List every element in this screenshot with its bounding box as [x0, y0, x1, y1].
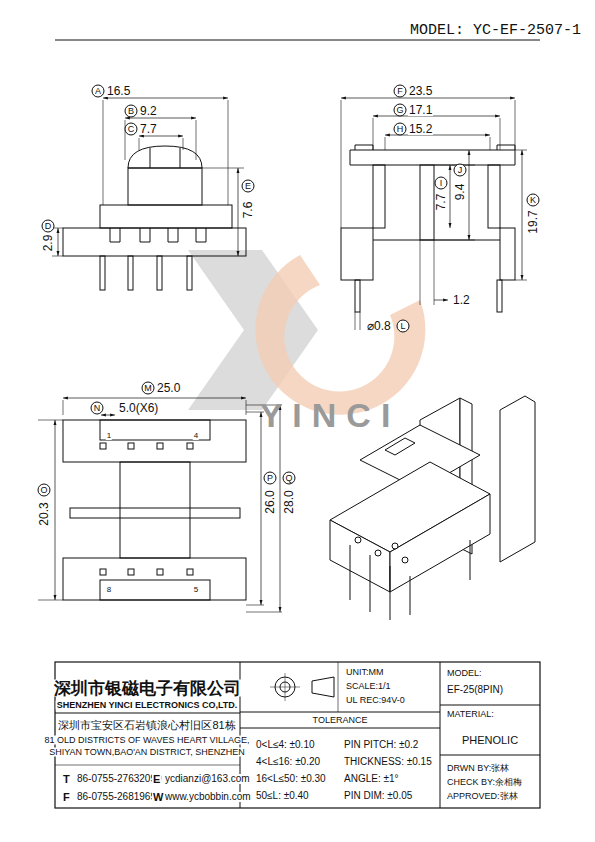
- dimension-value: 7.6: [242, 201, 254, 220]
- pin-number: 8: [106, 586, 112, 594]
- title-block-text: www.ycbobbin.com: [164, 792, 252, 802]
- pin-number: 5: [193, 586, 199, 594]
- dimension-value: 7.7: [435, 193, 447, 212]
- dimension-value: 7.7: [139, 123, 158, 135]
- title-block-text: THICKNESS: ±0.15: [343, 757, 433, 767]
- title-block-text: SHIYAN TOWN,BAO'AN DISTRICT, SHENZHEN: [48, 748, 246, 757]
- dimension-letter: A: [92, 85, 105, 98]
- dimension-value: 20.3: [38, 501, 50, 526]
- dimension-letter: L: [397, 320, 410, 333]
- dimension-value: 25.0: [156, 382, 181, 394]
- title-block-text: EF-25(8PIN): [446, 685, 504, 695]
- title-block-text: APPROVED:张林: [446, 792, 519, 801]
- dimension-value: ⌀0.8: [366, 320, 392, 332]
- dimension-value: 16.5: [106, 85, 131, 97]
- title-block-text: 深圳市银磁电子有限公司: [53, 680, 242, 697]
- title-block-text: 4<L≤16: ±0.20: [255, 757, 321, 767]
- dimension-value: 23.5: [408, 85, 433, 97]
- title-block-text: DRWN BY:张林: [446, 764, 510, 773]
- pin-number: 4: [193, 432, 199, 440]
- title-block-text: UL REC:94V-0: [345, 696, 406, 705]
- dimension-letter: E: [242, 180, 255, 193]
- dimension-value: 26.0: [264, 489, 276, 514]
- dimension-value: 2.9: [42, 234, 54, 253]
- dimension-letter: C: [125, 123, 138, 136]
- title-block-text: SCALE:1/1: [345, 682, 392, 691]
- pin-number: 1: [106, 432, 112, 440]
- dimension-value: 9.4: [454, 183, 466, 202]
- dimension-letter: F: [394, 85, 407, 98]
- dimension-value: 28.0: [283, 489, 295, 514]
- title-block-text: 16<L≤50: ±0.30: [255, 774, 327, 784]
- dimension-letter: H: [394, 123, 407, 136]
- title-block-text: 0<L≤4: ±0.10: [255, 740, 316, 750]
- dimension-letter: J: [454, 164, 467, 177]
- title-block-text: PIN DIM: ±0.05: [343, 791, 413, 801]
- title-block-text: TOLERANCE: [312, 716, 369, 725]
- title-block-text: 深圳市宝安区石岩镇浪心村旧区81栋: [57, 720, 236, 731]
- title-block-text: 81 OLD DISTRICTS OF WAVES HEART VILLAGE,: [43, 736, 250, 745]
- dimension-letter: D: [42, 220, 55, 233]
- title-block-text: PHENOLIC: [461, 735, 519, 746]
- dimension-letter: G: [394, 104, 407, 117]
- title-block-text: MATERIAL:: [446, 710, 495, 719]
- title-block-text: ycdianzi@163.com: [164, 774, 251, 784]
- dimension-value: 5.0(X6): [118, 402, 159, 414]
- dimension-letter: M: [142, 382, 155, 395]
- title-block-text: 50≤L: ±0.40: [255, 791, 310, 801]
- title-block-text: SHENZHEN YINCI ELECTRONICS CO,LTD.: [56, 701, 239, 710]
- title-block-text: CHECK BY:余相梅: [446, 778, 523, 787]
- dimension-letter: I: [435, 177, 448, 190]
- watermark: YINCI: [259, 398, 402, 432]
- dimension-letter: O: [38, 484, 51, 497]
- dimension-letter: B: [125, 105, 138, 118]
- title-block-text: 86-0755-27632099: [76, 774, 163, 784]
- title-block-text: E: [152, 774, 161, 785]
- title-block-text: 86-0755-26819697: [76, 792, 163, 802]
- title-block-text: UNIT:MM: [345, 668, 385, 677]
- title-block-text: T: [62, 774, 71, 785]
- dimension-value: 17.1: [408, 104, 433, 116]
- title-block-text: PIN PITCH: ±0.2: [343, 740, 419, 750]
- title-block-text: ANGLE: ±1°: [343, 774, 400, 784]
- title-block-text: W: [152, 792, 164, 803]
- dimension-letter: K: [527, 194, 540, 207]
- title-block-text: F: [62, 792, 71, 803]
- dimension-letter: N: [91, 402, 104, 415]
- dimension-value: 9.2: [139, 105, 158, 117]
- dimension-value: 19.7: [527, 209, 539, 234]
- dimension-value: 15.2: [408, 123, 433, 135]
- title-block-text: MODEL:: [446, 669, 483, 678]
- dimension-value: 1.2: [452, 294, 471, 306]
- dimension-letter: Q: [283, 472, 296, 485]
- model-title: MODEL: YC-EF-2507-1: [409, 23, 582, 38]
- dimension-letter: P: [264, 472, 277, 485]
